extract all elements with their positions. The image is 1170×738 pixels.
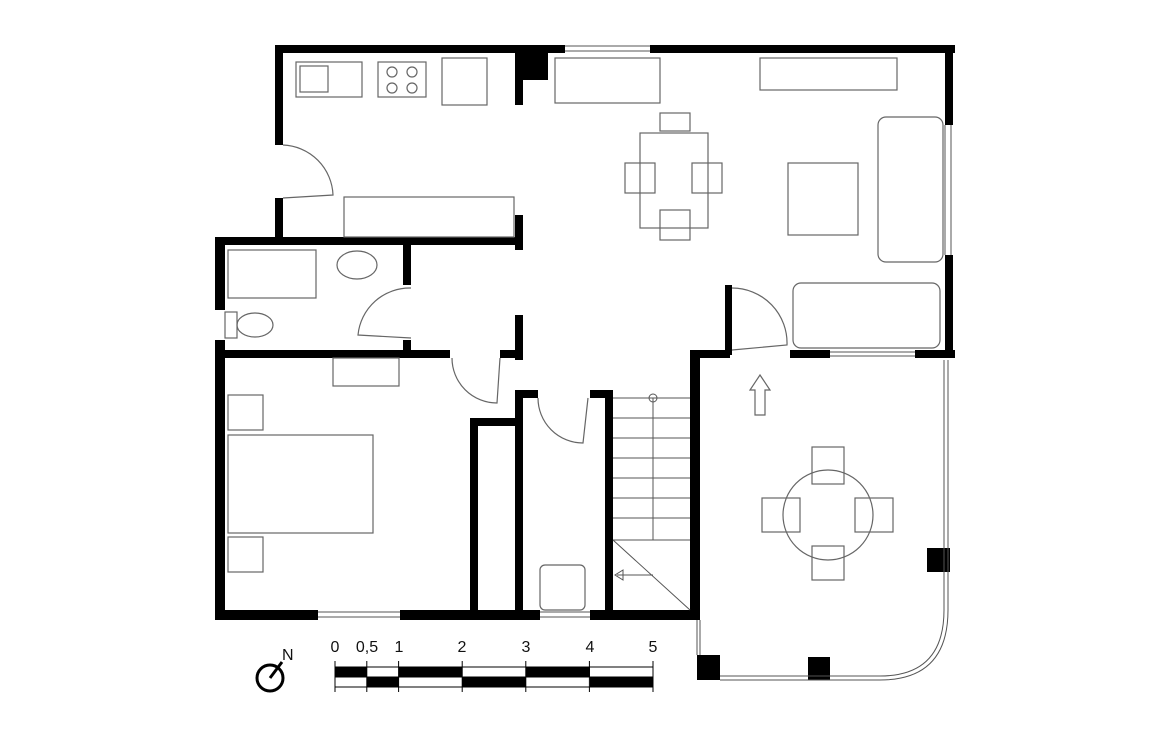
north-arrow: N: [255, 647, 294, 693]
scale-label: 0: [331, 639, 340, 656]
walls: [215, 45, 955, 680]
scale-bar: 0 0,5 1 2 3 4 5: [331, 639, 658, 692]
column: [927, 548, 950, 572]
scale-label: 4: [586, 639, 595, 656]
furniture: [224, 57, 944, 611]
scale-label: 2: [458, 639, 467, 656]
scale-label: 5: [649, 639, 658, 656]
north-label: N: [282, 647, 294, 664]
scale-label: 1: [395, 639, 404, 656]
column: [697, 655, 720, 680]
column: [523, 45, 548, 80]
column: [808, 657, 830, 680]
scale-label: 0,5: [356, 639, 378, 656]
scale-label: 3: [522, 639, 531, 656]
doors: [282, 144, 788, 444]
entrance-arrow-icon: [748, 373, 772, 416]
windows: [318, 45, 952, 681]
stairs: [612, 393, 691, 611]
